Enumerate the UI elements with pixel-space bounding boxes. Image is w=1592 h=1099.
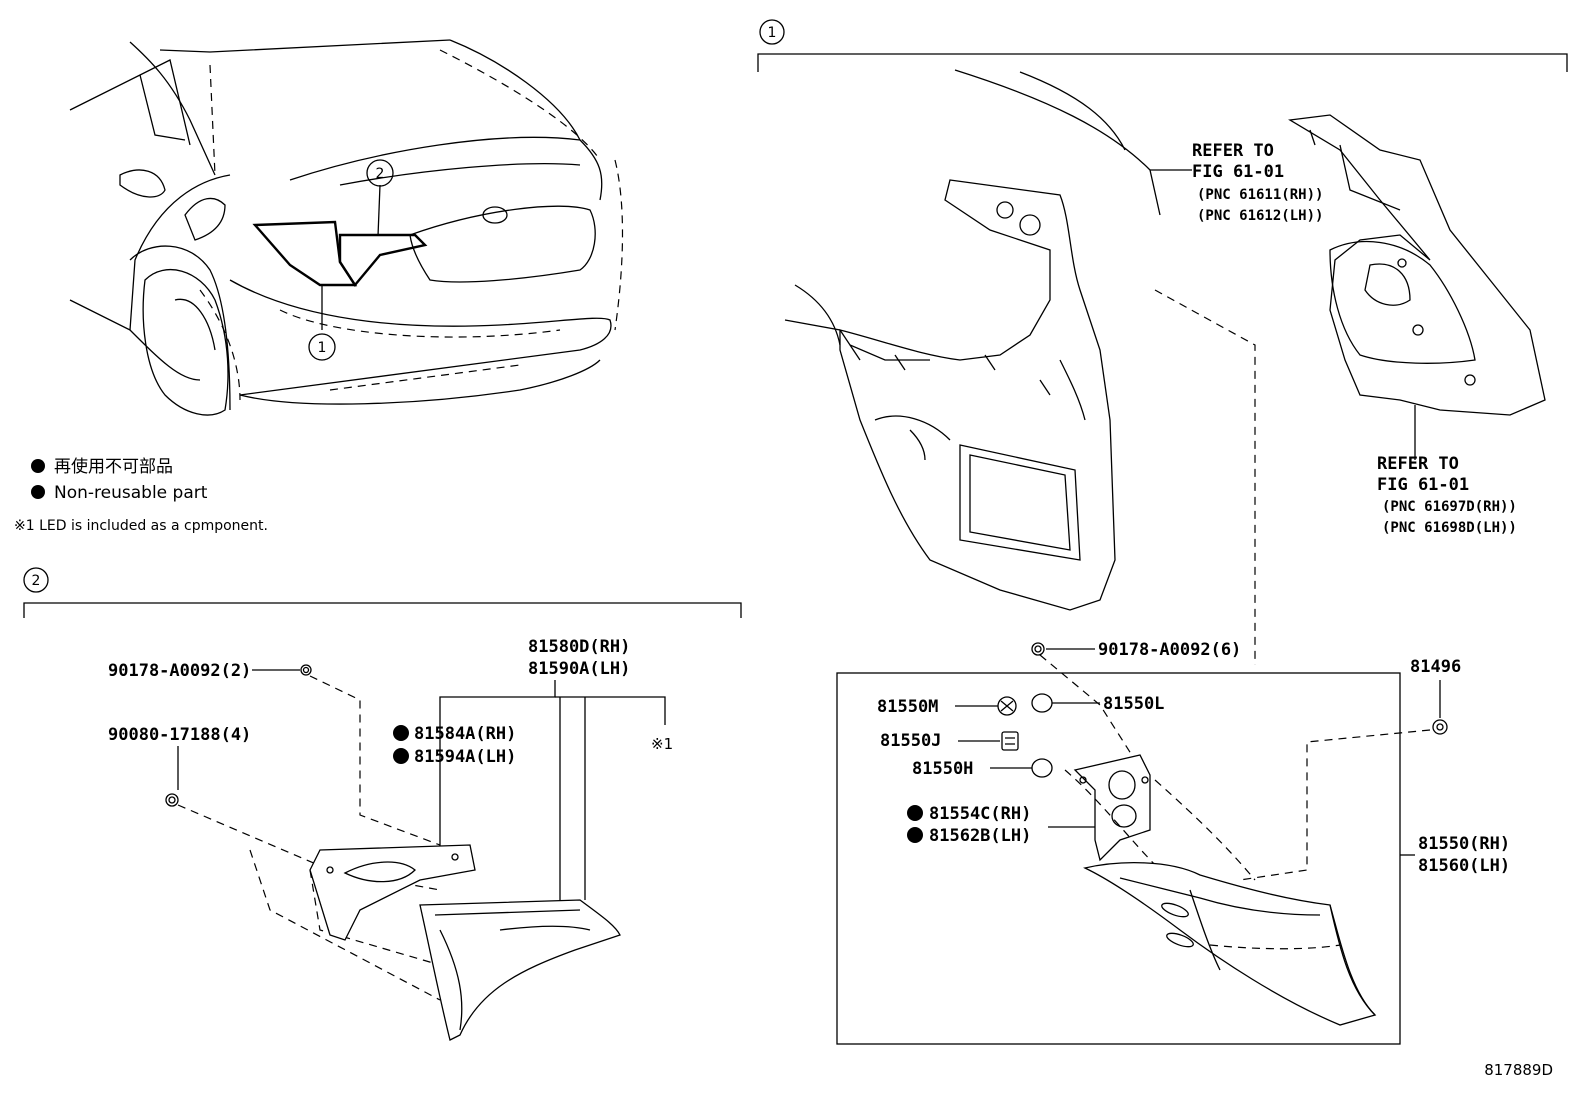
lamp-assembly-box xyxy=(836,672,1401,1045)
part-81550-81560: 81550(RH) 81560(LH) xyxy=(1064,769,1510,1026)
non-reusable-bullet-icon xyxy=(31,485,45,499)
svg-text:2: 2 xyxy=(376,166,385,182)
svg-text:81550J: 81550J xyxy=(880,731,941,751)
svg-text:81550H: 81550H xyxy=(912,759,973,779)
svg-text:1: 1 xyxy=(768,25,777,41)
svg-text:REFER TO: REFER TO xyxy=(1377,454,1459,474)
svg-text:(PNC 61611(RH)): (PNC 61611(RH)) xyxy=(1197,187,1323,203)
refer-to-inner-panel: REFER TO FIG 61-01 (PNC 61697D(RH)) (PNC… xyxy=(1377,454,1517,536)
refer-to-quarter-panel: REFER TO FIG 61-01 (PNC 61611(RH)) (PNC … xyxy=(1192,141,1323,224)
part-81550m: 81550M xyxy=(877,696,1017,717)
part-81554c-81562b: 81554C(RH) 81562B(LH) xyxy=(907,754,1151,862)
section-2-parts: 90178-A0092(2) 90080-17188(4) 81580D(RH)… xyxy=(108,637,673,1041)
inner-lamp-assembly xyxy=(419,899,621,1041)
callout-2-car: 2 xyxy=(366,159,394,187)
part-81550j: 81550J xyxy=(880,731,1019,751)
figure-code: 817889D xyxy=(1484,1061,1553,1079)
non-reusable-bullet-icon xyxy=(907,805,923,821)
part-81590a-lh: 81590A(LH) xyxy=(528,659,630,679)
legend-non-reusable-jp: 再使用不可部品 xyxy=(54,456,173,477)
svg-text:(PNC 61697D(RH)): (PNC 61697D(RH)) xyxy=(1382,499,1517,515)
note-mark-1: ※1 xyxy=(651,735,673,753)
part-90178-a0092-6: 90178-A0092(6) xyxy=(1031,640,1241,761)
non-reusable-bullet-icon xyxy=(907,827,923,843)
svg-text:81550(RH): 81550(RH) xyxy=(1418,834,1510,854)
section-1-body-panels xyxy=(784,69,1546,611)
part-90080-17188-4: 90080-17188(4) xyxy=(108,725,251,745)
svg-text:(PNC 61698D(LH)): (PNC 61698D(LH)) xyxy=(1382,520,1517,536)
non-reusable-bullet-icon xyxy=(31,459,45,473)
svg-text:90178-A0092(6): 90178-A0092(6) xyxy=(1098,640,1241,660)
svg-text:81554C(RH): 81554C(RH) xyxy=(929,804,1031,824)
car-overview-illustration xyxy=(69,39,624,416)
section-2-header: 2 xyxy=(23,567,742,618)
part-81550h: 81550H xyxy=(912,758,1053,779)
svg-text:FIG 61-01: FIG 61-01 xyxy=(1192,162,1284,182)
part-81580d-rh: 81580D(RH) xyxy=(528,637,630,657)
svg-text:2: 2 xyxy=(32,573,41,589)
non-reusable-bullet-icon xyxy=(393,725,409,741)
part-81584a-rh: 81584A(RH) xyxy=(414,724,516,744)
svg-text:81496: 81496 xyxy=(1410,657,1461,677)
part-81594a-lh: 81594A(LH) xyxy=(414,747,516,767)
section-1-header: 1 xyxy=(757,19,1568,72)
part-81496: 81496 xyxy=(1239,657,1461,881)
legend-note-1: ※1 LED is included as a cpmponent. xyxy=(14,518,268,534)
legend: 再使用不可部品 Non-reusable part ※1 LED is incl… xyxy=(14,456,268,534)
legend-non-reusable-en: Non-reusable part xyxy=(54,483,208,503)
svg-text:REFER TO: REFER TO xyxy=(1192,141,1274,161)
callout-1-car: 1 xyxy=(308,333,336,361)
svg-text:81562B(LH): 81562B(LH) xyxy=(929,826,1031,846)
svg-text:81550L: 81550L xyxy=(1103,694,1164,714)
svg-text:(PNC 61612(LH)): (PNC 61612(LH)) xyxy=(1197,208,1323,224)
svg-text:FIG 61-01: FIG 61-01 xyxy=(1377,475,1469,495)
non-reusable-bullet-icon xyxy=(393,748,409,764)
part-90178-a0092-2: 90178-A0092(2) xyxy=(108,661,251,681)
svg-text:81550M: 81550M xyxy=(877,697,938,717)
lamp-gasket xyxy=(309,844,476,941)
part-81550l: 81550L xyxy=(1031,693,1164,714)
svg-text:1: 1 xyxy=(318,340,327,356)
svg-text:81560(LH): 81560(LH) xyxy=(1418,856,1510,876)
